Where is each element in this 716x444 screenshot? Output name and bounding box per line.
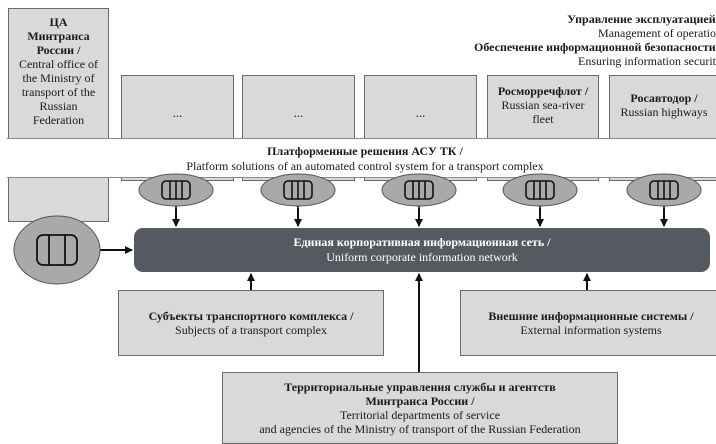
server-icon	[283, 180, 313, 200]
server-icon	[525, 180, 555, 200]
platform-solutions-band: Платформенные решения АСУ ТК / Platform …	[7, 138, 716, 178]
rosmorrechflot-text-2: fleet	[532, 112, 554, 126]
management-line2-en: Ensuring information security	[578, 54, 716, 68]
node-agency-3	[381, 173, 457, 207]
management-line1-en: Management of operation	[598, 26, 716, 40]
agency-3-placeholder: ...	[415, 105, 426, 120]
rosavtodor-text-1: Russian highways	[620, 105, 708, 119]
rosmorrechflot-text-1: Russian sea-river	[501, 98, 585, 112]
network-text: Uniform corporate information network	[326, 250, 518, 264]
ca-text-4: Russian	[39, 99, 78, 113]
node-agency-4	[502, 173, 578, 207]
territorial-text-1: Territorial departments of service	[339, 408, 501, 422]
external-systems-box: Внешние информационные системы / Externa…	[460, 290, 716, 356]
server-icon	[36, 234, 78, 266]
ca-title-3: России /	[36, 43, 81, 57]
platform-text: Platform solutions of an automated contr…	[186, 159, 544, 173]
territorial-text-2: and agencies of the Ministry of transpor…	[259, 422, 581, 436]
management-line2-ru: Обеспечение информационной безопасности …	[474, 40, 716, 54]
subjects-title: Субъекты транспортного комплекса /	[148, 309, 354, 323]
rosmorrechflot-title: Росморречфлот /	[497, 84, 589, 98]
node-agency-2	[260, 173, 336, 207]
territorial-title-1: Территориальные управления службы и аген…	[284, 380, 556, 394]
ca-text-3: transport of the	[21, 85, 96, 99]
management-text: Управление эксплуатацией / Management of…	[474, 12, 716, 68]
subjects-text: Subjects of a transport complex	[175, 323, 327, 337]
management-line1-ru: Управление эксплуатацией /	[567, 12, 716, 26]
network-title: Единая корпоративная информационная сеть…	[293, 235, 551, 249]
node-agency-5	[626, 173, 702, 207]
ca-title-2: Минтранса	[27, 29, 90, 43]
ca-ministry-box: ЦА Минтранса России / Central office of …	[8, 8, 109, 222]
platform-title: Платформенные решения АСУ ТК /	[267, 144, 463, 158]
server-icon	[161, 180, 191, 200]
territorial-title-2: Минтранса России /	[365, 394, 475, 408]
ca-title-1: ЦА	[49, 15, 68, 29]
node-ca	[13, 215, 101, 285]
external-title: Внешние информационные системы /	[488, 309, 694, 323]
server-icon	[649, 180, 679, 200]
rosavtodor-title: Росавтодор /	[630, 91, 698, 105]
external-text: External information systems	[520, 323, 662, 337]
corporate-network-bar: Единая корпоративная информационная сеть…	[134, 228, 710, 272]
agency-2-placeholder: ...	[293, 105, 304, 120]
ca-text-5: Federation	[32, 113, 85, 127]
agency-1-placeholder: ...	[172, 105, 183, 120]
ca-text-1: Central office of	[18, 57, 99, 71]
node-agency-1	[138, 173, 214, 207]
territorial-box: Территориальные управления службы и аген…	[222, 372, 618, 444]
subjects-box: Субъекты транспортного комплекса / Subje…	[118, 290, 384, 356]
ca-text-2: the Ministry of	[22, 71, 95, 85]
server-icon	[404, 180, 434, 200]
